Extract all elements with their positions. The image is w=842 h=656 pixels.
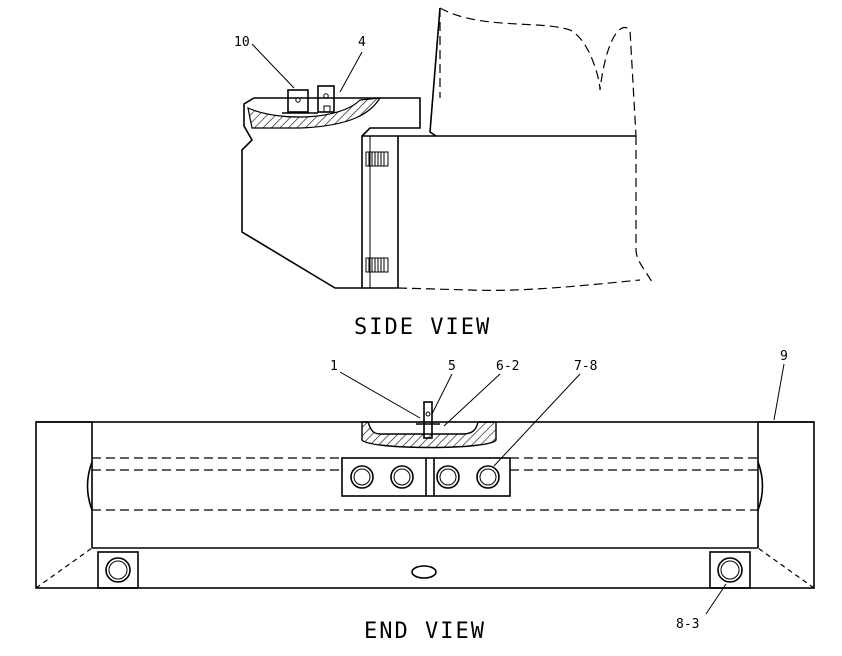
callout-4: 4 — [358, 35, 366, 50]
side-view-hidden-lower — [397, 279, 641, 291]
end-view: END VIEW — [35, 401, 815, 644]
leader-5 — [431, 373, 453, 415]
callout-1: 1 — [330, 359, 338, 374]
side-view-section-hatch — [247, 97, 382, 129]
end-view-corner-bolt-left — [97, 551, 139, 589]
side-view-hidden-upper — [439, 7, 637, 137]
end-view-title: END VIEW — [364, 619, 486, 644]
end-view-diag-right — [757, 547, 815, 589]
side-view-bracket-10 — [282, 89, 318, 114]
side-view-hidden-right — [635, 136, 653, 283]
end-view-callouts: 1 5 6-2 7-8 9 8-3 — [330, 349, 788, 632]
end-view-frame — [35, 421, 815, 589]
callout-9: 9 — [780, 349, 788, 364]
end-view-right-inner — [757, 421, 814, 548]
end-view-bracket-hole — [425, 411, 431, 417]
side-view-callouts: 10 4 — [234, 35, 366, 93]
end-view-left-inner — [36, 421, 93, 548]
end-view-bolts — [350, 465, 500, 489]
side-view-title: SIDE VIEW — [354, 315, 491, 340]
end-view-bracket — [423, 401, 433, 439]
callout-10: 10 — [234, 35, 250, 50]
side-view-fitting-upper — [365, 151, 389, 167]
callout-5: 5 — [448, 359, 456, 374]
leader-4 — [339, 51, 363, 93]
side-view-body-outline — [241, 97, 421, 289]
side-view-fitting-lower — [365, 257, 389, 273]
leader-6-2 — [443, 373, 501, 427]
callout-7-8: 7-8 — [574, 359, 597, 374]
leader-9 — [773, 363, 785, 421]
leader-8-3 — [705, 583, 727, 615]
leader-1 — [339, 371, 421, 419]
end-view-corner-bolt-right — [709, 551, 751, 589]
side-view-upright-plate — [429, 7, 441, 137]
side-view: SIDE VIEW — [241, 7, 653, 340]
side-view-bracket-4 — [317, 85, 335, 113]
end-view-diag-left — [35, 547, 93, 589]
end-view-casting-hatch — [361, 421, 497, 449]
leader-10 — [251, 43, 295, 89]
end-view-drain-hole — [411, 565, 437, 579]
callout-8-3: 8-3 — [676, 617, 699, 632]
leader-7-8 — [493, 373, 581, 467]
end-view-rail-ends — [86, 461, 764, 511]
callout-6-2: 6-2 — [496, 359, 519, 374]
